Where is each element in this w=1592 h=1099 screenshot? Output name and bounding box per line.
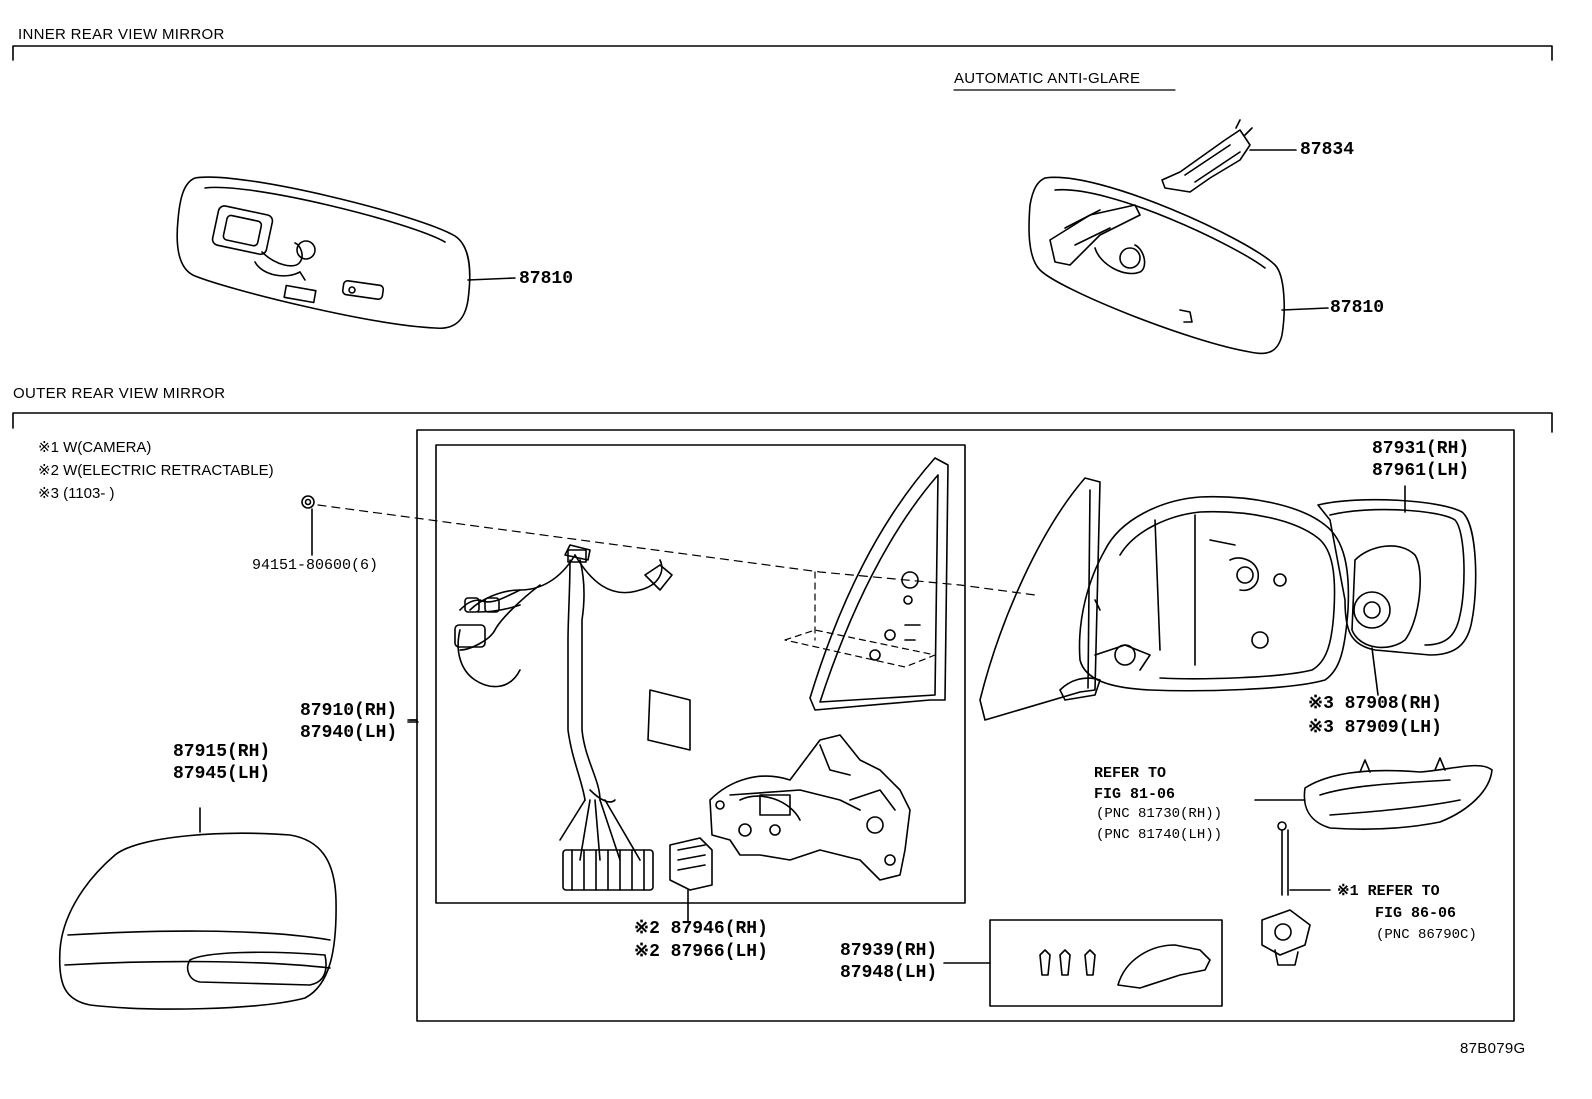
camera-unit	[1261, 821, 1331, 966]
part-87908-actuator	[1351, 545, 1421, 696]
part-label-87810-right[interactable]: 87810	[1330, 298, 1385, 318]
mirror-triangle-cover	[979, 477, 1101, 721]
outer-section-title: OUTER REAR VIEW MIRROR	[13, 385, 226, 402]
inner-mirror-right	[1028, 176, 1329, 355]
refer-camera-line2[interactable]: FIG 86-06	[1375, 905, 1457, 922]
inner-section-bracket	[12, 45, 1553, 61]
part-label-87939[interactable]: 87939(RH)	[840, 941, 938, 961]
refer-turn-signal-line4: (PNC 81740(LH))	[1096, 827, 1223, 843]
assembly-dashed-line	[317, 504, 1036, 596]
part-label-87961[interactable]: 87961(LH)	[1372, 461, 1470, 481]
anti-glare-subheading: AUTOMATIC ANTI-GLARE	[954, 70, 1141, 87]
part-label-87908[interactable]: ※3 87908(RH)	[1308, 694, 1442, 714]
part-label-87948[interactable]: 87948(LH)	[840, 963, 938, 983]
part-label-87945[interactable]: 87945(LH)	[173, 764, 271, 784]
refer-camera-line1[interactable]: ※1 REFER TO	[1337, 883, 1440, 900]
harness-box	[435, 444, 966, 904]
part-label-87931[interactable]: 87931(RH)	[1372, 439, 1470, 459]
note-camera: ※1 W(CAMERA)	[38, 439, 152, 456]
part-label-87810-left[interactable]: 87810	[519, 269, 574, 289]
refer-camera-line3: (PNC 86790C)	[1376, 927, 1477, 943]
turn-signal-lamp	[1254, 757, 1493, 830]
screw-box	[989, 919, 1223, 1007]
part-label-87915[interactable]: 87915(RH)	[173, 742, 271, 762]
part-87931-glass	[1317, 485, 1477, 656]
note-electric-retractable: ※2 W(ELECTRIC RETRACTABLE)	[38, 462, 274, 479]
part-label-87946[interactable]: ※2 87946(RH)	[634, 919, 768, 939]
part-label-94151[interactable]: 94151-80600(6)	[252, 557, 379, 574]
figure-code: 87B079G	[1460, 1040, 1526, 1057]
part-label-87940[interactable]: 87940(LH)	[300, 723, 398, 743]
part-94151-clip	[301, 495, 315, 556]
screw-box-bracket	[943, 944, 1211, 989]
adhesive-sheet	[647, 689, 691, 751]
part-label-87834[interactable]: 87834	[1300, 140, 1355, 160]
part-label-87966[interactable]: ※2 87966(LH)	[634, 942, 768, 962]
part-label-87910[interactable]: 87910(RH)	[300, 701, 398, 721]
part-87915-cover	[58, 807, 337, 1010]
part-87946-connector	[669, 837, 713, 891]
inner-mirror-left	[176, 176, 516, 329]
refer-turn-signal-line1[interactable]: REFER TO	[1094, 765, 1167, 782]
note-date-range: ※3 (1103- )	[38, 485, 115, 502]
wire-harness	[454, 544, 673, 891]
mirror-housing	[1059, 495, 1350, 701]
part-label-87909[interactable]: ※3 87909(LH)	[1308, 718, 1442, 738]
mirror-base-triangle	[784, 457, 949, 711]
outer-section-bracket	[12, 412, 1553, 433]
refer-turn-signal-line2[interactable]: FIG 81-06	[1094, 786, 1176, 803]
screws	[1039, 949, 1096, 976]
refer-turn-signal-line3: (PNC 81730(RH))	[1096, 806, 1223, 822]
assembly-frame	[416, 429, 1515, 1022]
inner-section-title: INNER REAR VIEW MIRROR	[18, 26, 225, 43]
retractor-assembly	[709, 734, 911, 881]
part-87834-bracket	[1161, 119, 1297, 193]
